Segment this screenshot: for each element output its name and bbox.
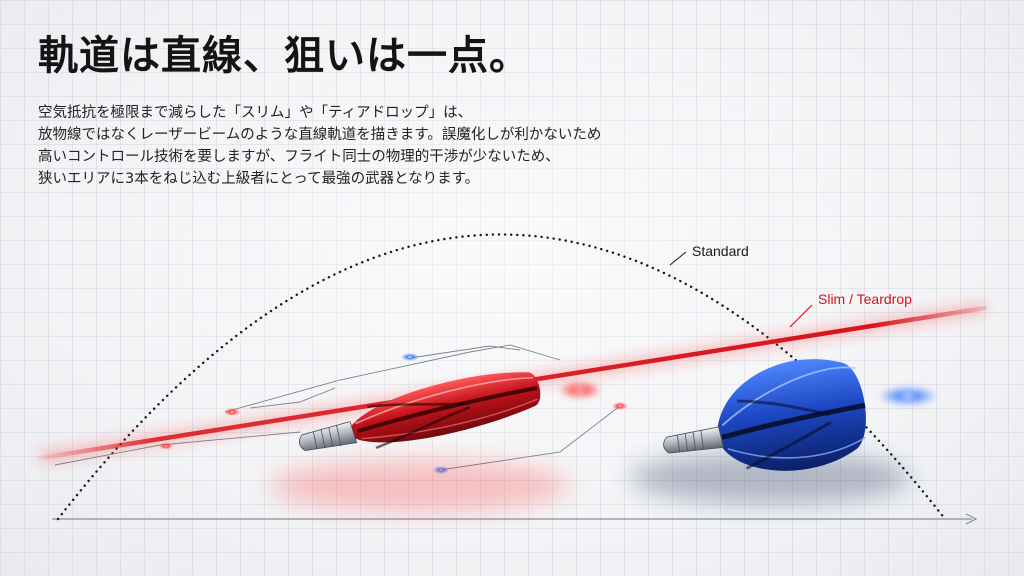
description-line-1: 空気抵抗を極限まで減らした「スリム」や「ティアドロップ」は、 [38, 105, 473, 121]
standard-callout: Standard [669, 243, 749, 266]
description-line-3: 高いコントロール技術を要しますが、フライト同士の物理的干渉が少ないため、 [38, 149, 560, 165]
blue-teardrop-dart [663, 359, 866, 471]
slim-callout: Slim / Teardrop [789, 291, 912, 328]
standard-label: Standard [692, 243, 749, 259]
blue-dart-shadow [630, 452, 910, 504]
description-paragraph: 空気抵抗を極限まで減らした「スリム」や「ティアドロップ」は、 放物線ではなくレー… [38, 102, 678, 190]
red-dart-shadow [270, 460, 570, 512]
description-line-2: 放物線ではなくレーザービームのような直線軌道を描きます。誤魔化しが利かないため [38, 127, 602, 143]
ground-axis [52, 513, 978, 525]
description-line-4: 狭いエリアに3本をねじ込む上級者にとって最強の武器となります。 [38, 171, 480, 187]
page-headline: 軌道は直線、狙いは一点。 [38, 33, 530, 79]
red-slim-dart [298, 372, 541, 452]
slim-label: Slim / Teardrop [818, 291, 912, 307]
